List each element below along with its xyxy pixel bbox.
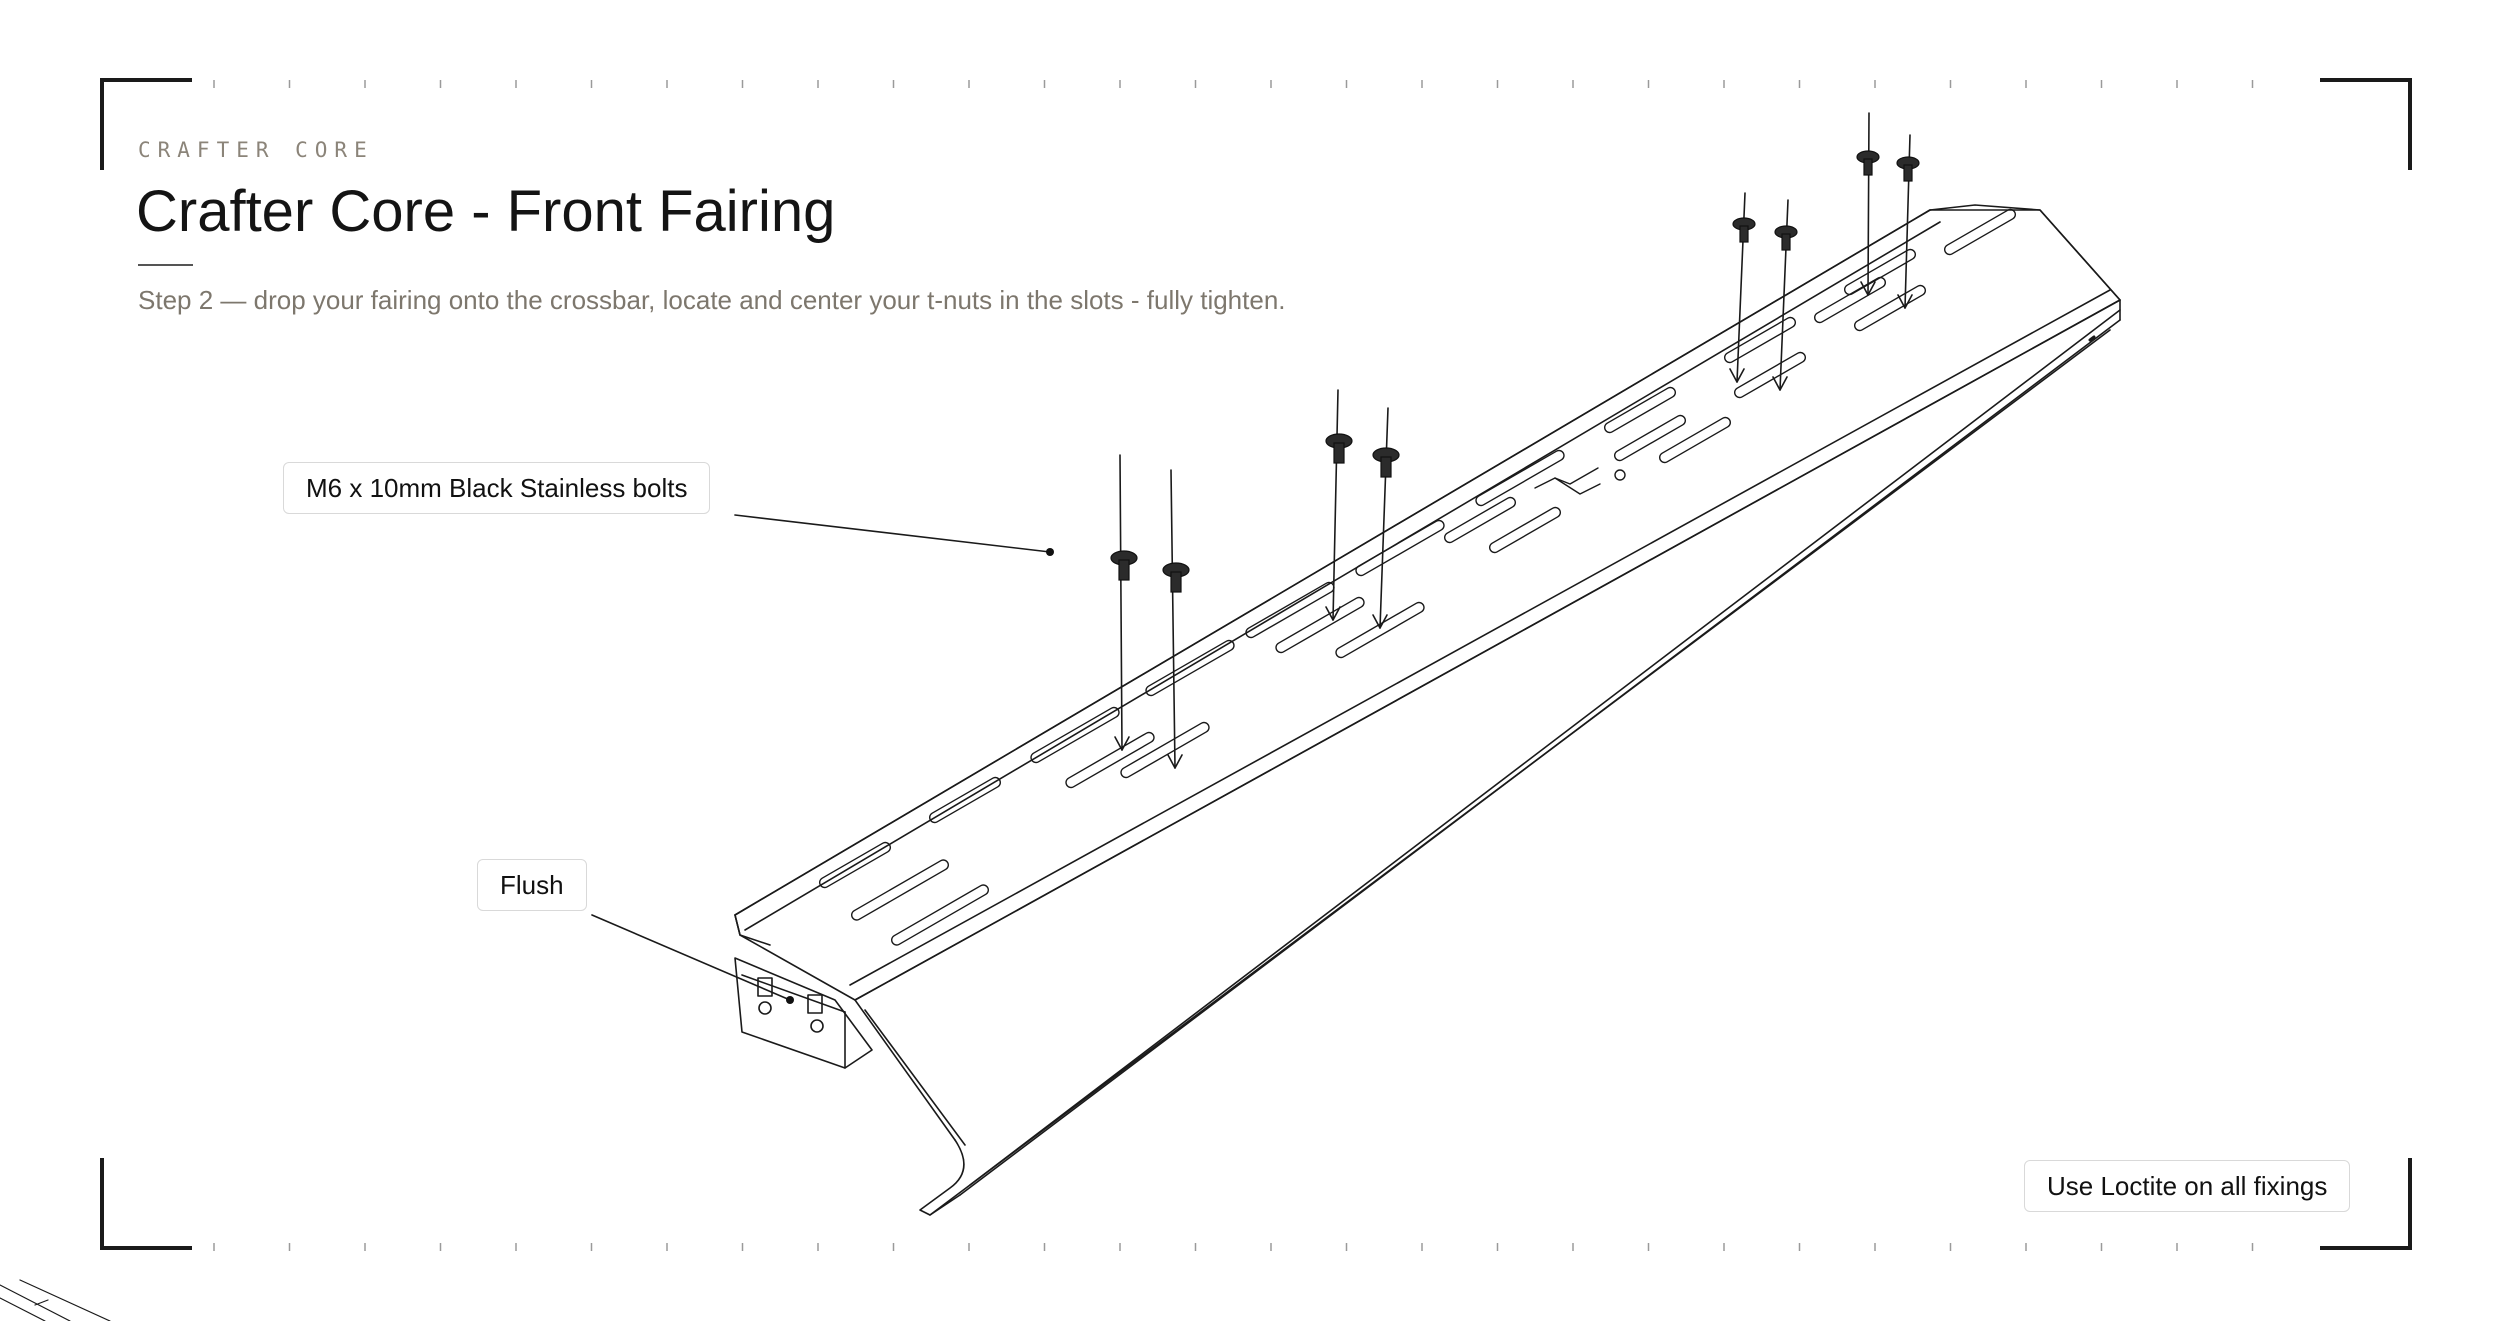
page-title: Crafter Core - Front Fairing — [136, 179, 836, 244]
bolt-head-7 — [1856, 150, 1880, 176]
bolts-leader-line — [734, 514, 1051, 553]
fairing-slots-inner-row — [850, 208, 2017, 946]
fairing-top-plate — [734, 204, 2121, 1001]
fairing-slots-outer-row — [818, 248, 1917, 889]
flush-leader-line — [591, 914, 791, 1001]
fairing-front-lip — [854, 299, 2121, 1216]
frame-corner-bottom-left — [100, 1158, 192, 1250]
bolts-callout-label: M6 x 10mm Black Stainless bolts — [283, 462, 711, 514]
fairing-logo-mark — [1534, 467, 1626, 495]
title-divider — [138, 264, 193, 266]
loctite-note: Use Loctite on all fixings — [2024, 1160, 2351, 1212]
flush-leader-dot — [786, 996, 794, 1004]
bolt-7 — [1860, 112, 1876, 296]
frame-corner-top-left — [100, 78, 192, 170]
frame-corner-top-right — [2320, 78, 2412, 170]
crossbar-end-block — [734, 957, 873, 1069]
bolt-4 — [1372, 407, 1389, 629]
bolt-head-2 — [1162, 562, 1190, 593]
bolt-3 — [1325, 389, 1341, 621]
flush-callout-label: Flush — [477, 859, 587, 911]
frame-corner-bottom-right — [2320, 1158, 2412, 1250]
bolts-leader-dot — [1046, 548, 1054, 556]
bolt-head-1 — [1110, 550, 1138, 581]
bolt-head-3 — [1325, 433, 1353, 464]
bolt-head-6 — [1774, 225, 1798, 251]
bolt-1 — [1114, 454, 1130, 751]
brand-label: CRAFTER CORE — [138, 138, 374, 162]
adjacent-part-fragment — [0, 1279, 111, 1321]
step-instruction: Step 2 — drop your fairing onto the cros… — [138, 285, 1286, 315]
bolt-head-5 — [1732, 217, 1756, 243]
bolt-head-8 — [1896, 156, 1920, 182]
bolt-head-4 — [1372, 447, 1400, 478]
bolt-2 — [1167, 469, 1183, 769]
